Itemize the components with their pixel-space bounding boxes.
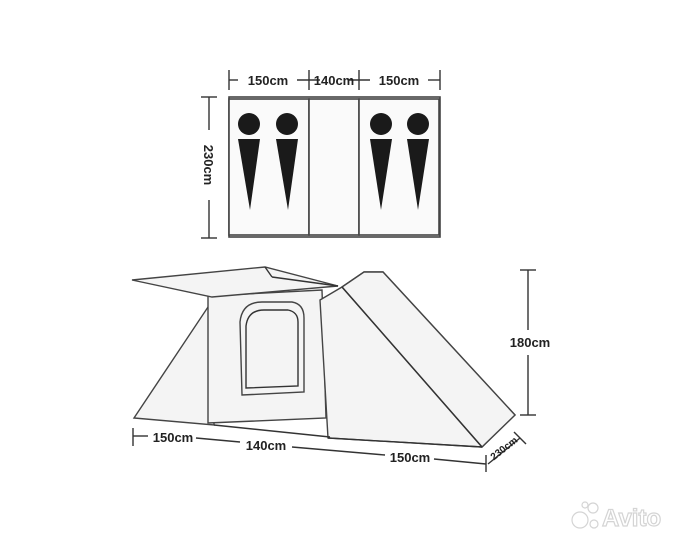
tent-height-label: 180cm — [510, 335, 550, 350]
floor-plan: 150cm 140cm 150cm 230cm — [201, 70, 441, 239]
floor-plan-width-dimension: 150cm 140cm 150cm — [228, 70, 441, 90]
tent-depth-label: 230cm — [489, 435, 520, 463]
avito-watermark: Avito — [571, 501, 662, 533]
tent-depth-dimension: 230cm — [487, 431, 527, 465]
plan-width-label-1: 150cm — [248, 73, 288, 88]
tent-length-label-3: 150cm — [390, 450, 430, 465]
sleeper-figure — [407, 113, 429, 210]
tent-length-label-2: 140cm — [246, 438, 286, 453]
left-vestibule-wall — [132, 295, 215, 426]
plan-width-label-3: 150cm — [379, 73, 419, 88]
plan-width-label-2: 140cm — [314, 73, 354, 88]
tent-length-label-1: 150cm — [153, 430, 193, 445]
tent-door — [239, 301, 305, 396]
vestibule — [308, 98, 360, 236]
sleeper-figure — [276, 113, 298, 210]
tent-side-view: 180cm 150cm 140cm 150cm 230cm — [131, 266, 550, 472]
tent-door-inner — [245, 309, 299, 389]
floor-plan-depth-dimension: 230cm — [201, 96, 217, 239]
plan-depth-label: 230cm — [201, 145, 216, 185]
avito-watermark-text: Avito — [602, 505, 661, 532]
tent-height-dimension: 180cm — [510, 269, 550, 416]
tent-length-dimension: 150cm 140cm 150cm — [132, 428, 487, 472]
sleeper-figure — [370, 113, 392, 210]
sleeper-figure — [238, 113, 260, 210]
avito-dots-icon — [571, 501, 599, 529]
